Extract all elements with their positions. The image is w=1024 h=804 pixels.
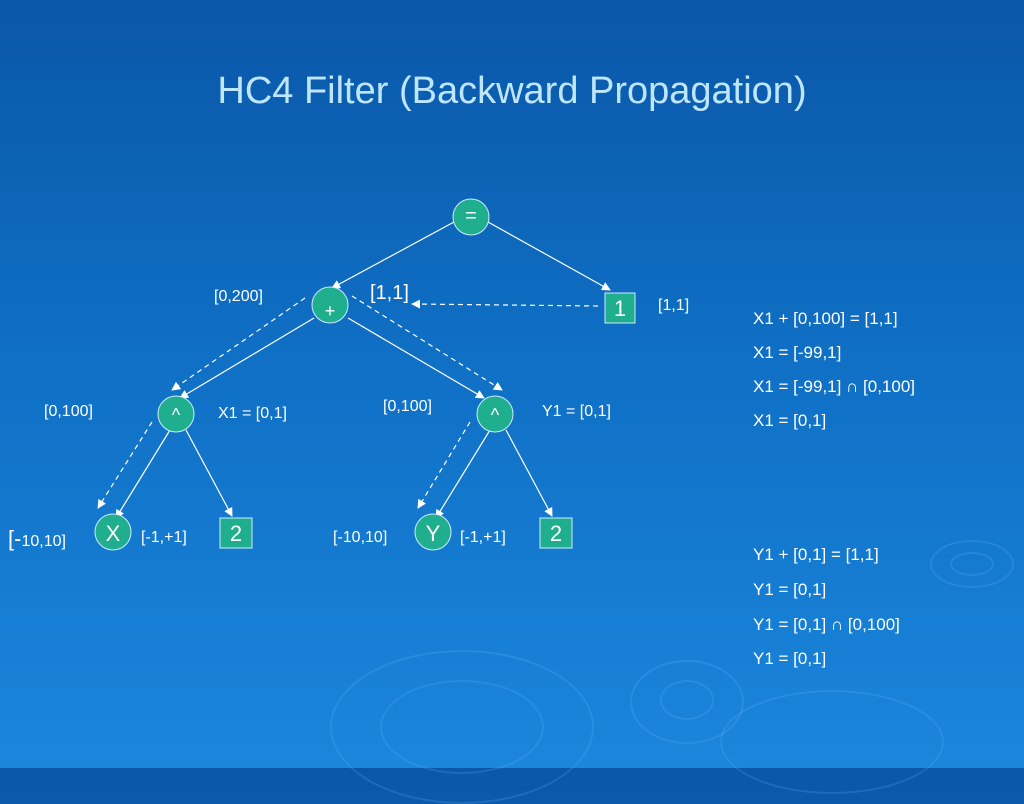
- two-left-interval-label: [-1,+1]: [141, 529, 187, 546]
- y-equation-line: Y1 = [0,1] ∩ [0,100]: [753, 615, 900, 634]
- one-interval-label: [1,1]: [658, 297, 690, 314]
- edge-pow-left-x: [115, 429, 171, 519]
- node-plus: [311, 286, 349, 324]
- ripple-decoration: [950, 552, 994, 576]
- x-equation-line: X1 = [-99,1] ∩ [0,100]: [753, 377, 916, 396]
- power-right-interval-label: [0,100]: [383, 398, 432, 415]
- y-equation-line: Y1 = [0,1]: [753, 580, 827, 599]
- edge-plus-pow-left: [179, 317, 315, 399]
- x-equation-line: X1 = [0,1]: [753, 411, 827, 430]
- node-plus-symbol: +: [324, 301, 336, 321]
- node-x: [94, 513, 132, 551]
- propagation-arrow: [351, 295, 503, 391]
- node-one-symbol: 1: [613, 296, 627, 321]
- node-one: [604, 292, 636, 324]
- y-equation-line: Y1 = [0,1]: [753, 649, 827, 668]
- edge-pow-right-two: [505, 429, 553, 517]
- node-y-symbol: Y: [425, 521, 441, 546]
- node-power-right-symbol: ^: [490, 405, 500, 425]
- propagation-arrow: [97, 421, 153, 509]
- node-x-symbol: X: [105, 521, 121, 546]
- node-two-left: [219, 517, 253, 549]
- two-right-interval-label: [-1,+1]: [460, 529, 506, 546]
- slide: HC4 Filter (Backward Propagation): [8, 70, 1014, 804]
- x-interval-bracket: [-: [8, 526, 22, 551]
- edge-eq-one: [487, 221, 611, 291]
- node-two-right-symbol: 2: [549, 521, 563, 546]
- x-equation-line: X1 = [-99,1]: [753, 343, 842, 362]
- edge-pow-right-y: [435, 429, 491, 519]
- power-right-result-label: Y1 = [0,1]: [542, 403, 611, 420]
- power-left-interval-label: [0,100]: [44, 403, 93, 420]
- node-equals-symbol: =: [465, 205, 477, 227]
- node-two-left-symbol: 2: [229, 521, 243, 546]
- expression-tree: [94, 198, 636, 551]
- y-interval-label: [-10,10]: [333, 529, 388, 546]
- power-left-result-label: X1 = [0,1]: [218, 405, 287, 422]
- propagation-arrow: [411, 299, 599, 309]
- plus-interval-label: [0,200]: [214, 288, 263, 305]
- node-power-left: [157, 395, 195, 433]
- slide-title: HC4 Filter (Backward Propagation): [217, 70, 807, 112]
- node-power-right: [476, 395, 514, 433]
- edge-pow-left-two: [185, 429, 233, 517]
- node-two-right: [539, 517, 573, 549]
- ripple-decoration: [930, 540, 1014, 588]
- plus-new-interval-label: [1,1]: [370, 282, 409, 304]
- node-power-left-symbol: ^: [171, 405, 181, 425]
- y-equation-line: Y1 + [0,1] = [1,1]: [753, 545, 879, 564]
- propagation-arrow: [171, 297, 306, 391]
- edge-eq-plus: [331, 221, 455, 289]
- edge-plus-pow-right: [347, 317, 485, 399]
- x-interval-label: [-10,10]: [8, 526, 66, 552]
- node-y: [414, 513, 452, 551]
- ripple-decoration: [630, 660, 744, 744]
- propagation-arrow: [417, 421, 471, 509]
- node-equals: [452, 198, 490, 236]
- x-equation-line: X1 + [0,100] = [1,1]: [753, 309, 898, 328]
- x-interval-rest: 10,10]: [21, 533, 66, 550]
- ripple-decoration: [660, 680, 714, 720]
